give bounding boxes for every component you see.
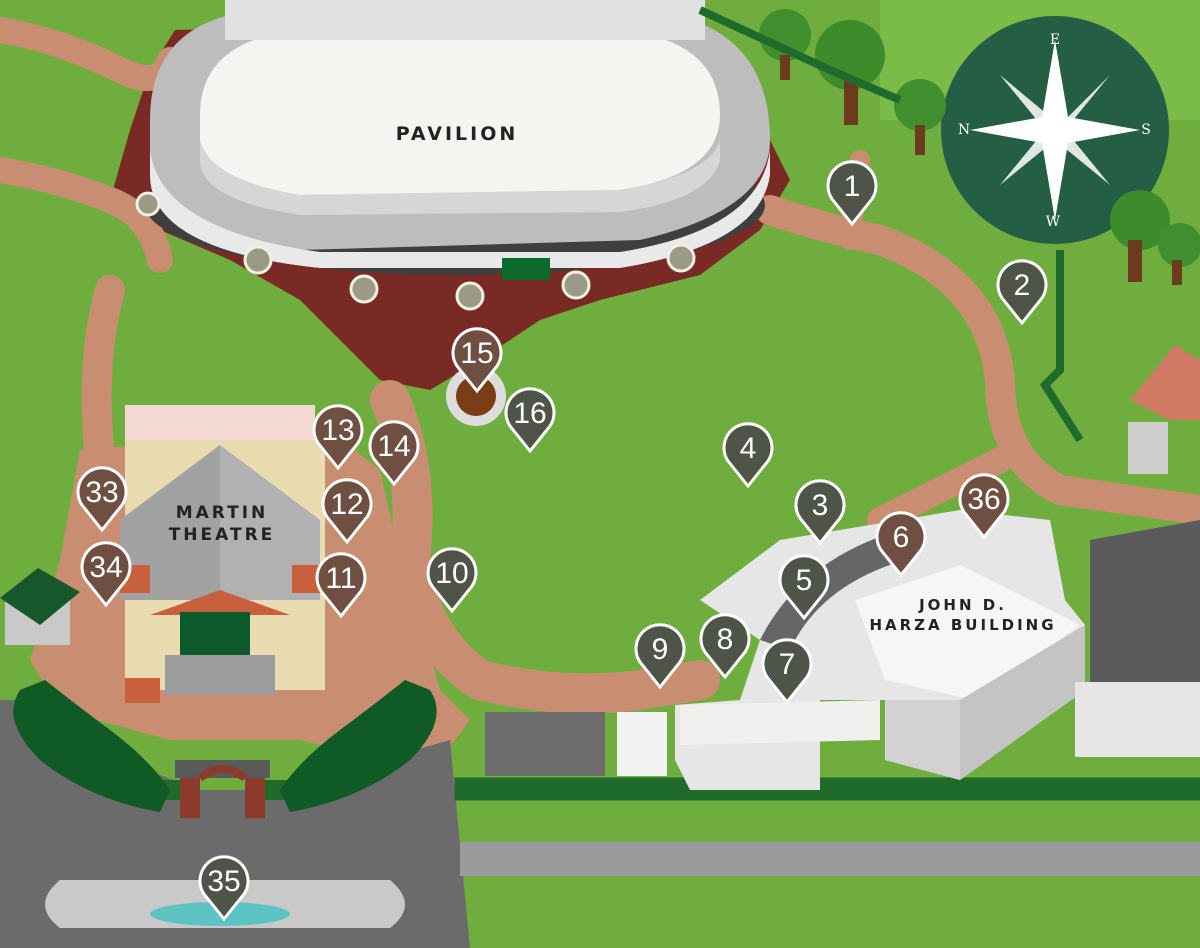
pavilion-label: PAVILION [396,123,519,145]
location-marker-33[interactable]: 33 [76,466,128,533]
location-marker-36[interactable]: 36 [958,473,1010,540]
marker-label: 16 [513,397,546,430]
map-pin-icon [312,404,364,471]
location-marker-8[interactable]: 8 [699,613,751,680]
fences [130,6,1200,801]
paths [0,17,1200,714]
compass-west: W [1046,214,1061,230]
red-roof-building [1130,345,1200,420]
planter-circles [135,191,696,311]
marker-label: 5 [796,564,813,597]
map-pin-icon [504,387,556,454]
location-marker-9[interactable]: 9 [634,623,686,690]
map-pin-icon [826,160,878,227]
location-marker-4[interactable]: 4 [722,422,774,489]
location-marker-7[interactable]: 7 [761,638,813,705]
marker-label: 9 [652,633,669,666]
entry-gate [175,760,270,818]
marker-label: 11 [325,562,356,595]
martin-label-line1: MARTIN [176,503,269,523]
martin-label-line2: THEATRE [169,525,276,545]
pavilion-building: PAVILION [145,0,770,280]
location-marker-2[interactable]: 2 [996,259,1048,326]
harza-label-line1: JOHN D. [918,596,1007,614]
gray-building [485,712,605,776]
hedge-right [280,680,437,812]
small-white-building [1128,422,1168,474]
compass: E W N S [941,16,1169,244]
location-marker-13[interactable]: 13 [312,404,364,471]
road [460,842,1200,876]
location-marker-11[interactable]: 11 [315,552,367,619]
compass-star-diagonals [1000,75,1110,185]
location-marker-6[interactable]: 6 [875,511,927,578]
location-marker-12[interactable]: 12 [321,478,373,545]
marker-label: 3 [812,489,829,522]
map-pin-icon [761,638,813,705]
map-pin-icon [996,259,1048,326]
marker-label: 36 [967,483,1000,516]
trees [759,9,1200,285]
marker-label: 2 [1014,269,1031,302]
marker-label: 1 [844,170,861,203]
marker-label: 8 [717,623,734,656]
location-marker-5[interactable]: 5 [778,554,830,621]
map-pin-icon [76,466,128,533]
hedge-left [13,680,171,812]
right-parking [1090,520,1200,690]
map-pin-icon [722,422,774,489]
location-marker-16[interactable]: 16 [504,387,556,454]
compass-south: S [1141,122,1151,138]
harza-label-line2: HARZA BUILDING [869,616,1056,634]
pavilion-door [502,258,550,280]
map-pin-icon [368,420,420,487]
center-fountain-bed [456,376,496,416]
marker-label: 10 [435,557,468,590]
map-pin-icon [315,552,367,619]
map-pin-icon [198,855,250,922]
compass-east: E [1050,32,1060,48]
harza-building: JOHN D. HARZA BUILDING [675,510,1085,790]
map-pin-icon [451,327,503,394]
map-pin-icon [958,473,1010,540]
location-marker-15[interactable]: 15 [451,327,503,394]
marker-label: 34 [89,551,122,584]
map-pin-icon [778,554,830,621]
marker-label: 35 [207,865,240,898]
map-pin-icon [794,479,846,546]
marker-label: 15 [460,337,493,370]
map-pin-icon [699,613,751,680]
location-marker-35[interactable]: 35 [198,855,250,922]
marker-label: 13 [321,414,354,447]
white-tent [617,712,667,776]
location-marker-10[interactable]: 10 [426,547,478,614]
right-building [1075,682,1200,757]
location-marker-1[interactable]: 1 [826,160,878,227]
map-pin-icon [875,511,927,578]
marker-label: 14 [377,430,410,463]
marker-label: 33 [85,476,118,509]
location-marker-34[interactable]: 34 [80,541,132,608]
location-marker-14[interactable]: 14 [368,420,420,487]
marker-label: 4 [740,432,757,465]
map-pin-icon [426,547,478,614]
green-shed [0,568,80,645]
marker-label: 12 [330,488,363,521]
marker-label: 7 [779,648,796,681]
martin-theatre-building: MARTIN THEATRE [120,405,325,703]
marker-label: 6 [893,521,910,554]
map-pin-icon [634,623,686,690]
compass-north: N [958,122,970,138]
location-marker-3[interactable]: 3 [794,479,846,546]
map-pin-icon [321,478,373,545]
map-pin-icon [80,541,132,608]
